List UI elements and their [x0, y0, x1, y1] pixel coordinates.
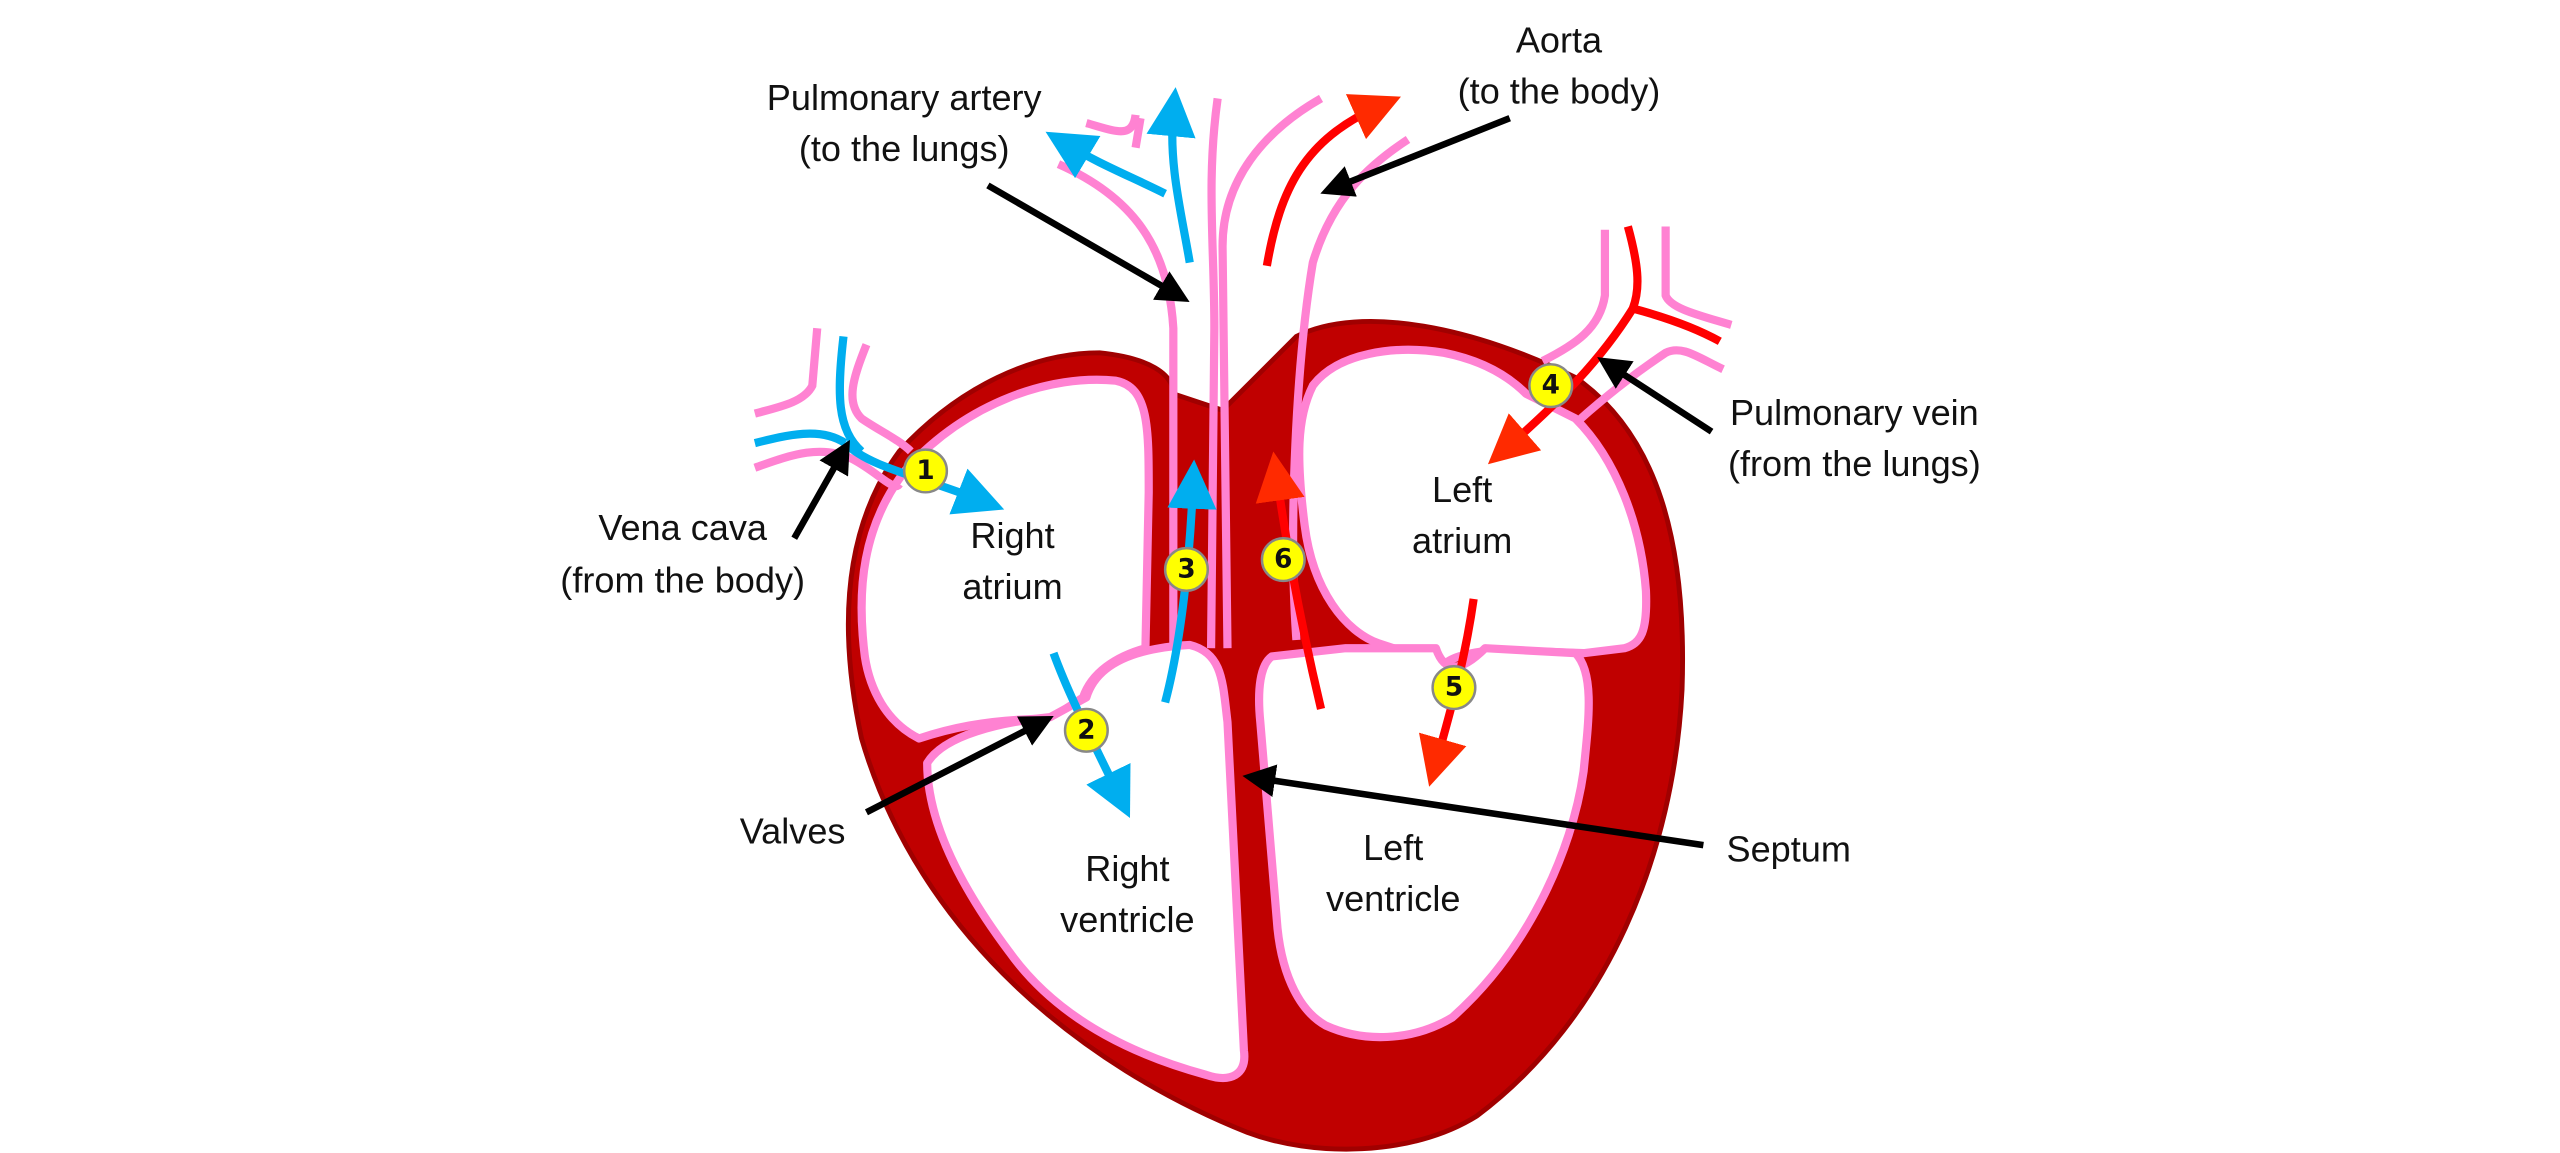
pulmonary-artery-flow: [1146, 87, 1196, 264]
pulmonary-artery-sublabel: (to the lungs): [799, 128, 1010, 169]
step-number: 5: [1445, 673, 1463, 703]
vena-cava-wall-mid: [848, 343, 914, 455]
pulmonary-vein-wall-right-bottom: [1572, 346, 1725, 427]
pulmonary-artery-branch: [1085, 114, 1140, 136]
vena-cava-wall-top: [753, 327, 822, 418]
septum-pointer: [1242, 764, 1704, 849]
pulmonary-artery-wall-right: [1206, 97, 1222, 649]
right-ventricle-chamber: [923, 640, 1249, 1083]
pulmonary-artery-branch-right: [1131, 117, 1145, 149]
pulmonary-vein-flow-top: [1623, 225, 1722, 345]
right-ventricle-label: Right: [1085, 848, 1169, 889]
left-atrium-label: Left: [1432, 469, 1492, 510]
pulmonary-vein-sublabel: (from the lungs): [1728, 443, 1981, 484]
step-number: 6: [1274, 545, 1292, 575]
flow-arrow-6: [1255, 451, 1326, 710]
pulmonary-artery-flow-branch: [1045, 131, 1167, 198]
aorta-label: Aorta: [1516, 20, 1603, 61]
pulmonary-artery-pointer: [986, 182, 1190, 302]
left-ventricle-chamber: [1255, 644, 1593, 1042]
vena-cava-sublabel: (from the body): [560, 559, 805, 600]
pulmonary-vein-label: Pulmonary vein: [1730, 392, 1979, 433]
step-badge-5: 5: [1431, 665, 1477, 711]
vena-cava-flow-top: [835, 335, 865, 455]
step-number: 1: [916, 456, 934, 486]
step-number: 2: [1077, 715, 1095, 745]
flow-arrow-4: [1487, 306, 1637, 465]
step-badge-1: 1: [902, 448, 949, 494]
step-badge-6: 6: [1260, 537, 1306, 583]
step-number: 3: [1177, 554, 1195, 584]
aorta-wall-left: [1218, 94, 1324, 649]
valves-pointer: [864, 716, 1054, 816]
step-number: 4: [1542, 371, 1560, 401]
right-atrium-sublabel: atrium: [962, 566, 1062, 607]
flow-arrow-1: [842, 440, 1005, 515]
right-atrium-label: Right: [970, 515, 1054, 556]
vena-cava-label: Vena cava: [598, 507, 767, 548]
left-ventricle-label: Left: [1363, 827, 1423, 868]
aorta-flow: [1262, 94, 1401, 267]
step-badge-4: 4: [1528, 363, 1574, 409]
aorta-sublabel: (to the body): [1458, 70, 1661, 111]
vena-cava-flow-left: [753, 429, 848, 448]
left-ventricle-sublabel: ventricle: [1326, 878, 1460, 919]
pulmonary-vein-wall-right-top: [1661, 226, 1733, 329]
pulmonary-artery-label: Pulmonary artery: [767, 77, 1042, 118]
pulmonary-vein-pointer: [1597, 357, 1714, 435]
valves-label: Valves: [740, 810, 846, 851]
septum-label: Septum: [1727, 829, 1851, 870]
left-atrium-chamber: [1295, 345, 1651, 669]
left-atrium-sublabel: atrium: [1412, 520, 1512, 561]
step-badge-2: 2: [1063, 707, 1109, 753]
pulmonary-vein-wall-left: [1540, 229, 1610, 365]
vena-cava-pointer: [791, 439, 850, 540]
flow-arrow-3: [1161, 459, 1217, 704]
right-ventricle-sublabel: ventricle: [1060, 899, 1194, 940]
aorta-pointer: [1320, 115, 1511, 197]
step-badge-3: 3: [1163, 546, 1210, 593]
